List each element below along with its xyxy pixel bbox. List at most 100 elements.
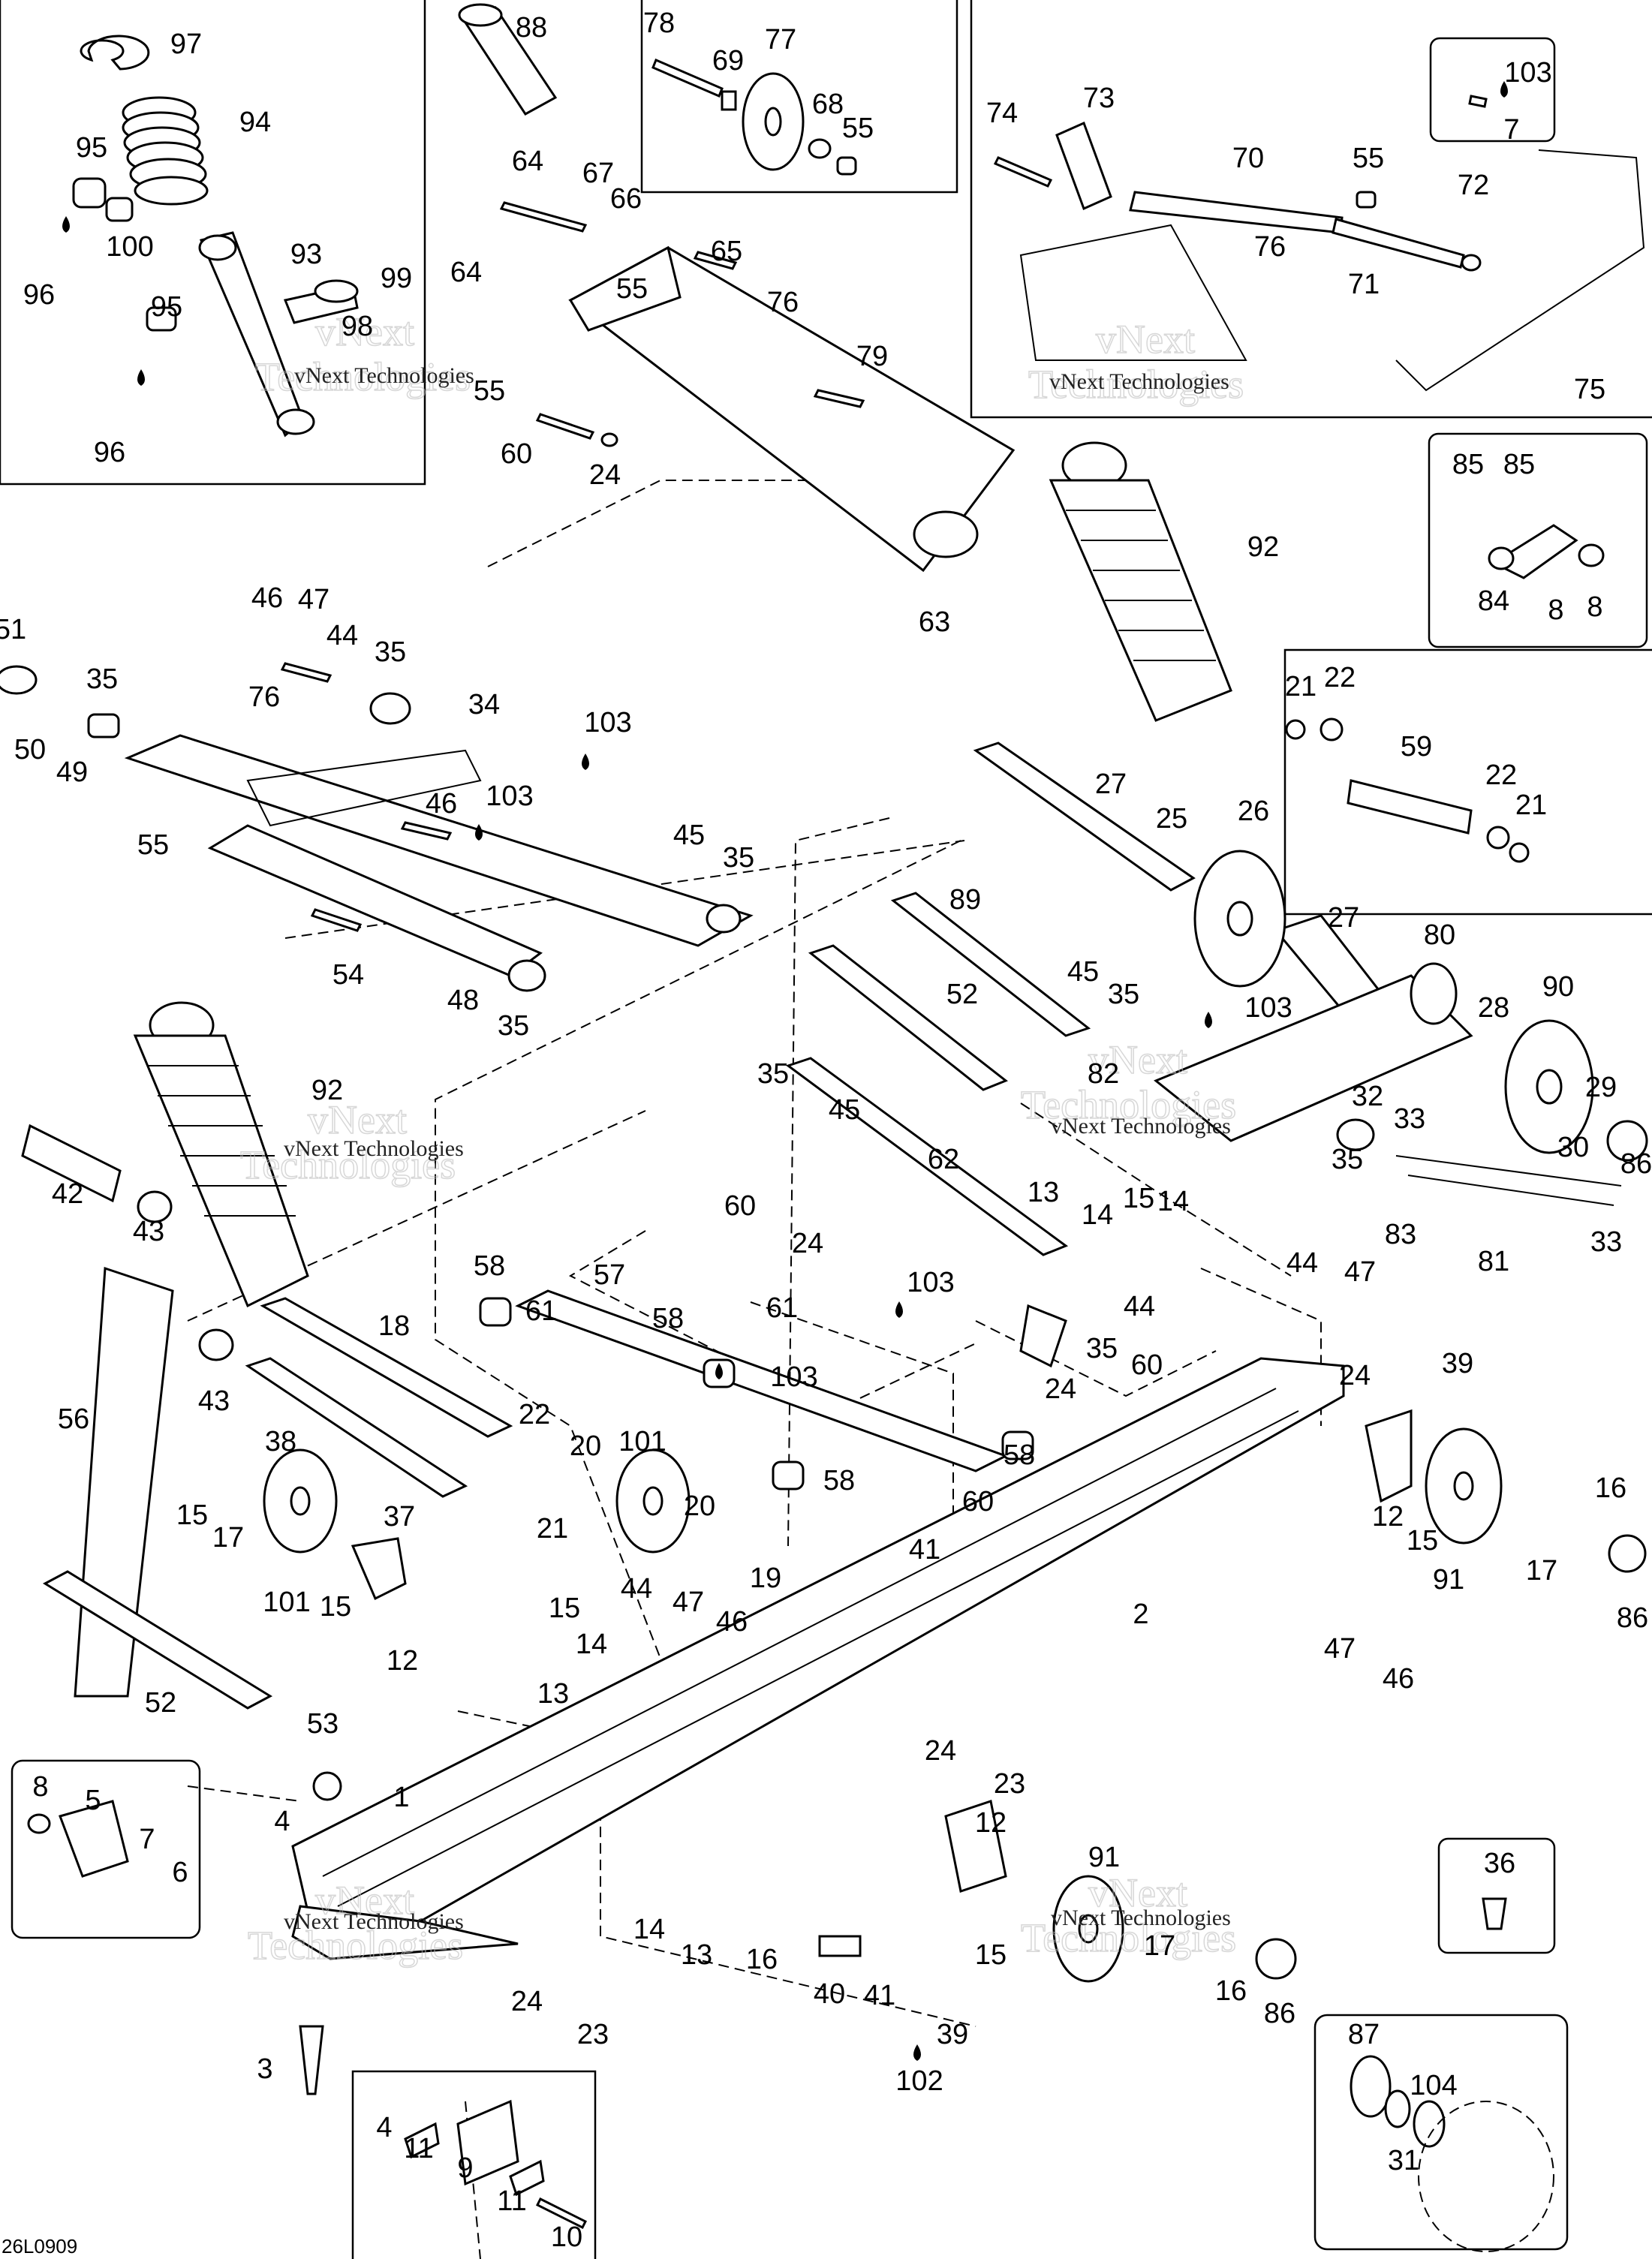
front-shock: [133, 1001, 309, 1308]
bracket-84: [1491, 524, 1578, 579]
reservoir: [314, 279, 359, 303]
part-callout-50: 50: [14, 734, 46, 766]
rear-arm-outline: [435, 840, 961, 1667]
watermark-vnext: vNext: [1096, 317, 1195, 362]
arm-71: [1332, 218, 1465, 269]
part-callout-16: 16: [1595, 1472, 1626, 1504]
rail-2-edge: [322, 1388, 1299, 1907]
wheel-outline: [1418, 2101, 1554, 2252]
part-callout-21: 21: [1285, 671, 1316, 702]
grease-drop-icon: [62, 216, 70, 233]
part-callout-21: 21: [537, 1513, 568, 1545]
part-callout-41: 41: [864, 1980, 895, 2011]
part-callout-48: 48: [447, 985, 479, 1016]
part-callout-13: 13: [537, 1678, 569, 1710]
part-callout-95: 95: [76, 132, 107, 164]
part-callout-51: 51: [0, 614, 26, 645]
front-arm-hub: [913, 510, 979, 558]
shaft-38: [245, 1357, 468, 1498]
grease-drop-icon: [1500, 81, 1508, 98]
ring-21: [1285, 719, 1306, 740]
bolt-78: [651, 59, 724, 98]
slider-inset-frame: [351, 2070, 597, 2259]
stopper-inset-frame: [11, 1759, 201, 1939]
lower-arm-tube: [207, 824, 543, 977]
part-callout-12: 12: [1372, 1501, 1404, 1533]
part-callout-58: 58: [652, 1303, 684, 1334]
watermark-inline: vNext Technologies: [284, 1136, 464, 1161]
holder-12: [1365, 1409, 1413, 1503]
bolt-46-lower: [400, 821, 453, 841]
part-callout-15: 15: [1407, 1525, 1438, 1557]
part-callout-28: 28: [1478, 992, 1509, 1024]
part-callout-10: 10: [551, 2221, 582, 2253]
retaining-clip: [80, 35, 150, 71]
part-callout-35: 35: [1086, 1333, 1118, 1364]
part-callout-96: 96: [23, 279, 55, 311]
part-callout-49: 49: [56, 757, 88, 788]
part-callout-90: 90: [1542, 971, 1574, 1003]
spacer-stack-81: [1395, 1155, 1622, 1206]
stopper-5: [59, 1800, 129, 1878]
part-callout-69: 69: [712, 45, 744, 77]
part-callout-79: 79: [856, 341, 888, 372]
shock-eye-bottom: [276, 408, 315, 435]
watermark-vnext: vNext: [1088, 1037, 1187, 1082]
upper-arm-34: [0, 662, 754, 992]
part-callout-4: 4: [274, 1806, 290, 1837]
front-arm-assembly: [499, 201, 1016, 573]
watermark-technologies: Technologies: [1021, 1915, 1236, 1960]
part-callout-39: 39: [1442, 1348, 1473, 1379]
bolt-46: [280, 662, 333, 683]
part-callout-12: 12: [387, 1645, 418, 1677]
part-callout-83: 83: [1385, 1219, 1416, 1250]
part-callout-38: 38: [265, 1426, 296, 1457]
part-callout-47: 47: [673, 1587, 704, 1618]
hub-80: [1410, 962, 1458, 1025]
part-callout-60: 60: [724, 1190, 756, 1222]
part-callout-24: 24: [925, 1735, 956, 1767]
shock-eye-top: [198, 234, 237, 261]
part-callout-25: 25: [1156, 803, 1187, 835]
rail-tip-1: [291, 1905, 519, 1960]
upper-arm-tube: [124, 734, 754, 947]
nut-8: [1578, 543, 1605, 567]
part-callout-52: 52: [145, 1687, 176, 1719]
part-callout-76: 76: [248, 681, 280, 713]
part-callout-103: 103: [1244, 992, 1292, 1024]
bushing-35: [87, 713, 120, 738]
bolt-60: [535, 413, 595, 440]
part-callout-41: 41: [909, 1534, 940, 1566]
part-callout-86: 86: [1264, 1998, 1295, 2029]
part-callout-47: 47: [1324, 1633, 1356, 1665]
part-callout-37: 37: [384, 1501, 415, 1533]
part-callout-104: 104: [1410, 2070, 1457, 2101]
ring-43: [198, 1328, 234, 1361]
bolt-10: [535, 2197, 588, 2230]
axle-inset-frame: [1283, 648, 1652, 916]
part-callout-45: 45: [1067, 956, 1099, 988]
grease-inset-frame: [1429, 37, 1556, 143]
plug-51: [0, 665, 38, 695]
part-callout-85: 85: [1452, 449, 1484, 480]
washer-53: [312, 1771, 342, 1801]
watermark-vnext: vNext: [1088, 1870, 1187, 1915]
shaft-18: [260, 1297, 513, 1438]
part-callout-101: 101: [618, 1426, 666, 1457]
part-callout-76: 76: [1254, 231, 1286, 263]
part-callout-31: 31: [1388, 2145, 1419, 2176]
link-assembly: [993, 81, 1645, 392]
part-callout-95: 95: [151, 291, 182, 323]
shock-body: [199, 231, 305, 438]
ring-21: [1509, 842, 1530, 863]
fitting-inset-frame: [1437, 1837, 1556, 1954]
watermark-inline: vNext Technologies: [1051, 1906, 1231, 1930]
cross-brace: [246, 749, 482, 827]
part-callout-20: 20: [570, 1430, 601, 1462]
part-callout-7: 7: [139, 1824, 155, 1855]
part-callout-92: 92: [1247, 531, 1279, 563]
cap-86: [1606, 1120, 1648, 1162]
part-callout-35: 35: [86, 663, 118, 695]
part-callout-45: 45: [673, 820, 705, 851]
